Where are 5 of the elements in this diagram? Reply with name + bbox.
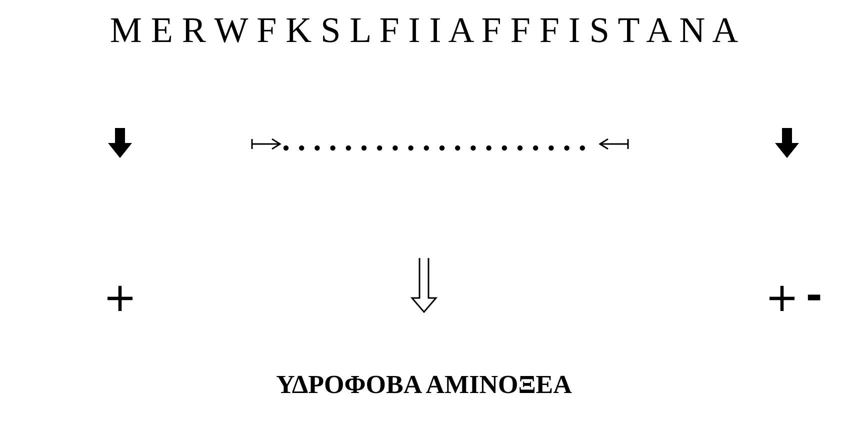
plus-sign: + (765, 278, 799, 318)
sequence-text: M E R W F K S L F I I A F F F I S T A N A (110, 12, 738, 48)
heading-text: ΥΔΡΟΦΟΒΑ ΑΜΙΝΟΞΕΑ (276, 372, 572, 398)
minus-sign: - (806, 276, 822, 316)
plus-sign: + (103, 278, 137, 318)
